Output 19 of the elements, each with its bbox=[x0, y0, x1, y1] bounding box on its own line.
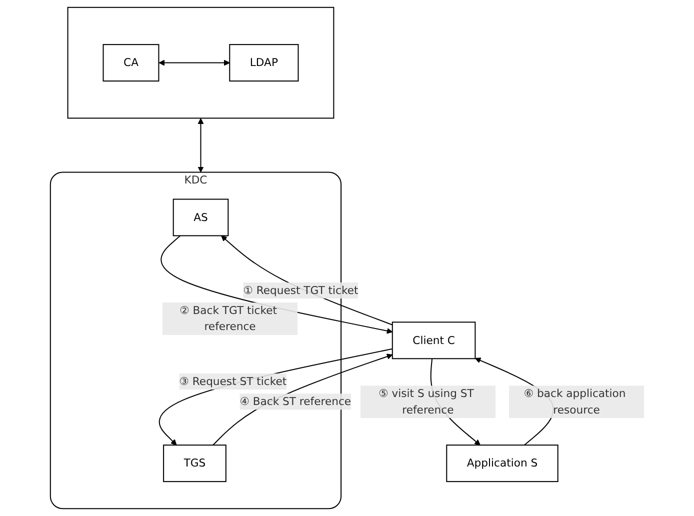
arrow bbox=[198, 118, 204, 172]
edge-label: ③ Request ST ticket bbox=[179, 374, 286, 388]
node-box: CA bbox=[102, 44, 159, 82]
node-box: Application S bbox=[446, 444, 558, 482]
edge-label: ⑤ visit S using ST reference bbox=[378, 387, 474, 416]
edge-label: ⑥ back application resource bbox=[524, 387, 626, 416]
arrow bbox=[212, 354, 392, 446]
node-box: LDAP bbox=[228, 44, 298, 82]
edge-label: ④ Back ST reference bbox=[239, 394, 351, 408]
node-box: AS bbox=[172, 198, 228, 236]
edge-label: ① Request TGT ticket bbox=[242, 284, 358, 297]
arrow bbox=[158, 60, 230, 66]
arrow bbox=[220, 235, 392, 326]
node-box: TGS bbox=[162, 444, 226, 482]
edge-label: ② Back TGT ticket reference bbox=[179, 304, 277, 333]
arrow bbox=[158, 348, 392, 446]
arrow bbox=[160, 235, 392, 334]
node-box: Client C bbox=[392, 322, 476, 360]
cluster bbox=[67, 6, 334, 119]
